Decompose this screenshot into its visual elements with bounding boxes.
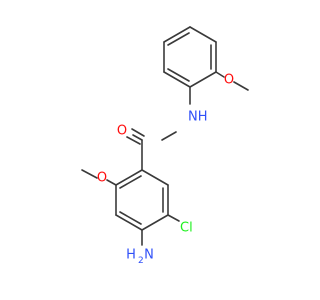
bond: [163, 26, 191, 43]
amide-nitrogen: NH: [188, 110, 208, 125]
lower-ring: [115, 169, 169, 231]
bond: [115, 214, 143, 231]
bond: [126, 136, 141, 145]
bond: [119, 211, 142, 225]
chloro-substituent: Cl: [180, 221, 193, 236]
bond: [106, 179, 117, 186]
methoxy-oxygen-lower: O: [97, 171, 107, 186]
bond: [81, 169, 98, 179]
bond: [161, 131, 177, 141]
bond: [215, 71, 225, 78]
bond: [141, 214, 169, 231]
bond: [167, 68, 190, 82]
bond: [167, 214, 180, 222]
bond: [141, 169, 169, 186]
bond: [119, 175, 142, 189]
bond: [233, 81, 249, 91]
bond: [167, 32, 190, 46]
amino-group: H 2 N: [126, 248, 154, 267]
bond: [189, 26, 217, 43]
amino-nitrogen: N: [144, 248, 154, 263]
bond: [131, 128, 145, 137]
bond: [189, 71, 217, 88]
bond: [132, 134, 143, 141]
bond: [115, 169, 143, 186]
amino-subscript: 2: [138, 256, 144, 266]
molecule-diagram: O NH O O Cl H 2 N: [81, 26, 249, 267]
upper-ring: [163, 26, 217, 88]
carbonyl-oxygen: O: [117, 124, 127, 139]
bond: [163, 71, 191, 88]
amino-hydrogen: H: [126, 248, 136, 263]
methoxy-oxygen-upper: O: [224, 73, 234, 88]
